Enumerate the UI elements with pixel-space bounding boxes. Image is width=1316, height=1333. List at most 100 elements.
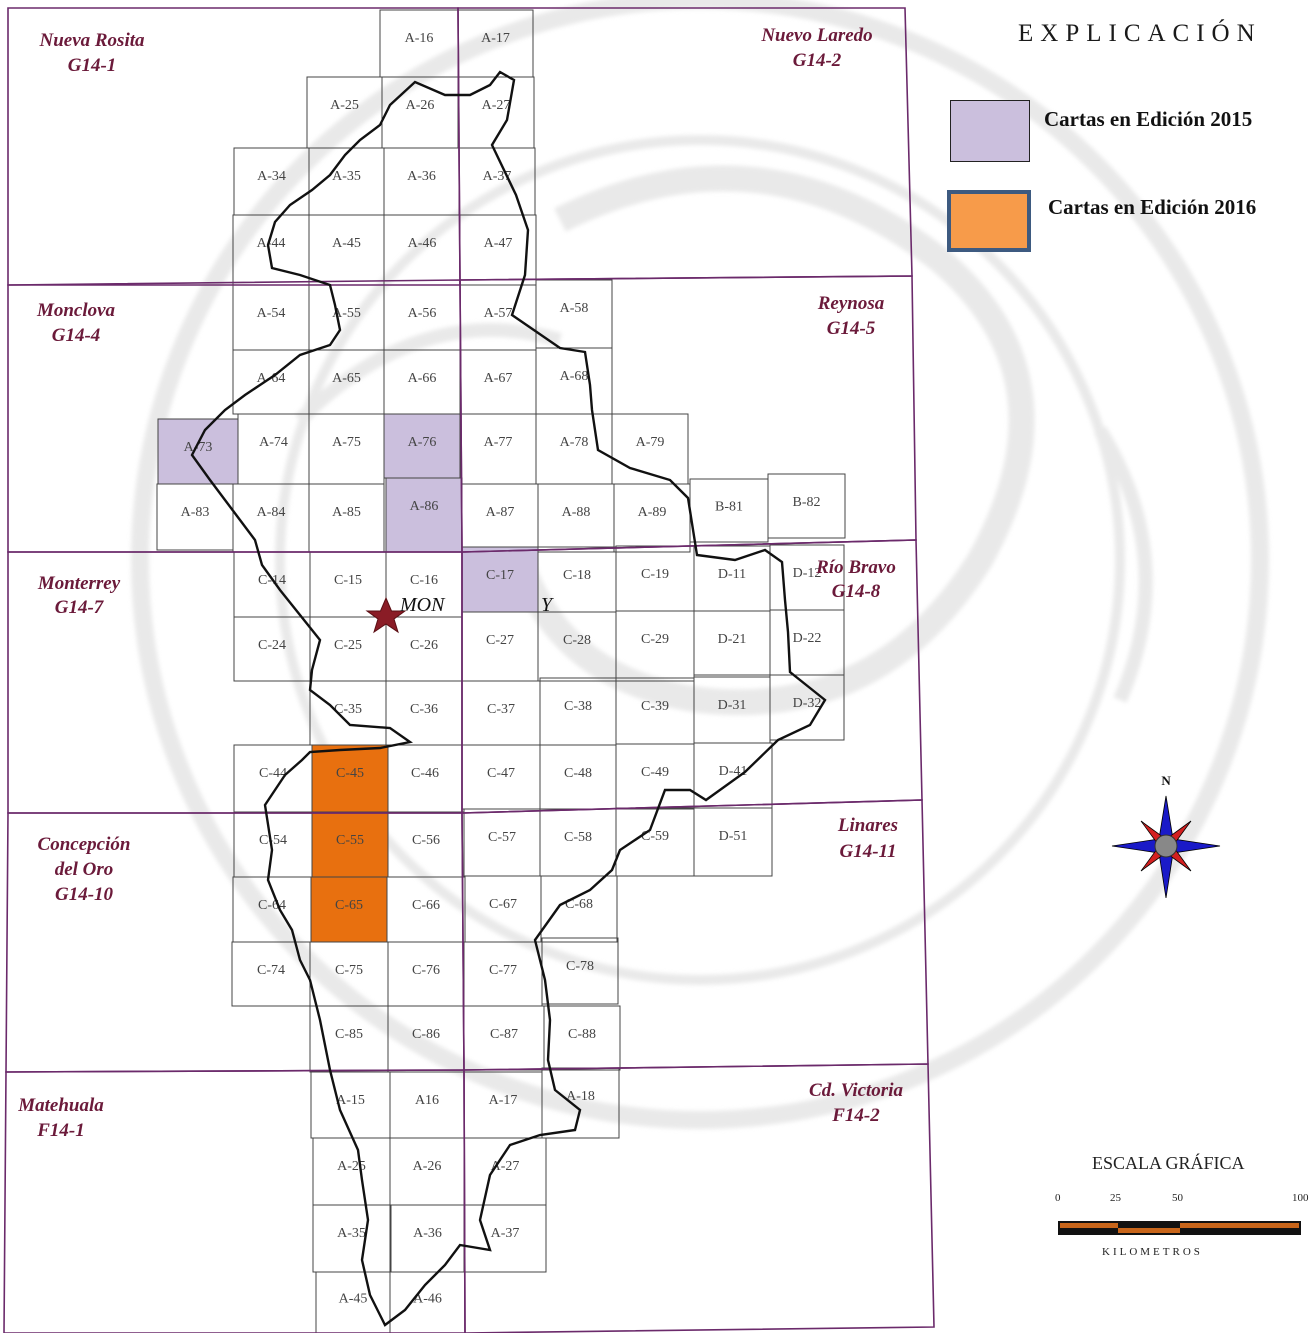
quadrant-label: A-85 — [332, 505, 361, 520]
sheet-name: Linares — [837, 815, 898, 836]
quadrant-label: C-68 — [565, 897, 593, 912]
quadrant-label: C-65 — [335, 898, 363, 913]
quadrant-label: C-19 — [641, 567, 669, 582]
quadrant-label: A-87 — [486, 505, 515, 520]
sheet-name: Cd. Victoria — [809, 1080, 903, 1101]
quadrant-label: A-83 — [181, 505, 210, 520]
quadrant-label: A-27 — [482, 98, 511, 113]
quadrant-label: C-17 — [486, 568, 514, 583]
quadrant-label: A-89 — [638, 505, 667, 520]
sheet-name: Concepción — [38, 834, 131, 855]
north-label: N — [1161, 773, 1171, 788]
quadrant-cell — [693, 807, 773, 877]
quadrant-cell — [310, 876, 388, 943]
quadrant-label: A-56 — [408, 306, 437, 321]
quadrant-label: A-26 — [406, 98, 435, 113]
quadrant-label: C-75 — [335, 963, 363, 978]
quadrant-label: C-85 — [335, 1027, 363, 1042]
sheet-boundaries — [3, 7, 935, 1333]
quadrant-cell — [767, 473, 846, 539]
sheet-name-line2: del Oro — [55, 859, 114, 880]
scale-tick-25: 25 — [1110, 1192, 1121, 1204]
sheet-name: Monclova — [36, 300, 116, 321]
quadrant-label: D-32 — [793, 696, 822, 711]
quadrant-label: C-36 — [410, 702, 438, 717]
sheet-code: F14-1 — [36, 1120, 85, 1141]
quadrant-label: A-18 — [566, 1089, 595, 1104]
sheet-code: G14-4 — [52, 325, 101, 346]
quadrant-label: C-15 — [334, 573, 362, 588]
quadrant-label: C-86 — [412, 1027, 440, 1042]
sheet-name: Nueva Rosita — [38, 30, 145, 51]
quadrant-label: D-11 — [718, 567, 746, 582]
quadrant-label: A-67 — [484, 371, 513, 386]
quadrant-label: A-79 — [636, 435, 665, 450]
quadrant-label: C-78 — [566, 959, 594, 974]
quadrant-label: C-88 — [568, 1027, 596, 1042]
quadrant-label: C-28 — [563, 633, 591, 648]
quadrant-label: C-58 — [564, 830, 592, 845]
sheet-code: G14-10 — [55, 884, 114, 905]
quadrant-label: A-77 — [484, 435, 513, 450]
quadrant-cell — [543, 1005, 621, 1071]
quadrant-label: A-45 — [332, 236, 361, 251]
quadrant-label: A-75 — [332, 435, 361, 450]
quadrant-label: A-36 — [407, 169, 436, 184]
quadrant-label: A-78 — [560, 435, 589, 450]
quadrant-label: C-16 — [410, 573, 438, 588]
quadrant-label: C-49 — [641, 765, 669, 780]
scale-tick-50: 50 — [1172, 1192, 1183, 1204]
city-label-right: Y — [541, 594, 554, 616]
quadrant-label: A-46 — [413, 1292, 442, 1307]
quadrant-cell — [157, 418, 239, 485]
quadrant-label: A-35 — [337, 1226, 366, 1241]
legend-label-2016: Cartas en Edición 2016 — [1048, 195, 1257, 219]
quadrant-label: A-74 — [259, 435, 288, 450]
quadrant-cell — [769, 674, 845, 741]
quadrant-label: A-17 — [481, 31, 510, 46]
sheet-code: G14-2 — [793, 50, 842, 71]
quadrant-label: A-34 — [257, 169, 286, 184]
quadrant-label: D-41 — [719, 764, 748, 779]
quadrant-label: B-82 — [793, 495, 821, 510]
quadrant-label: A-68 — [560, 369, 589, 384]
quadrant-label: A-55 — [332, 306, 361, 321]
sheet-labels: Nueva Rosita G14-1 Nuevo Laredo G14-2 Mo… — [17, 25, 903, 1141]
quadrant-label: A-44 — [257, 236, 286, 251]
city-star-icon — [365, 596, 407, 634]
quadrant-label: D-51 — [719, 829, 748, 844]
quadrant-label: A-45 — [339, 1292, 368, 1307]
quadrant-cell — [385, 477, 463, 553]
city-label-left: MON — [399, 594, 446, 616]
sheet-code: G14-8 — [832, 581, 881, 602]
sheet-name: Nuevo Laredo — [760, 25, 872, 46]
scale-bar — [1058, 1221, 1301, 1235]
scale-tick-100: 100 — [1292, 1192, 1309, 1204]
quadrant-label: C-87 — [490, 1027, 518, 1042]
legend-swatch-2016 — [947, 190, 1031, 252]
sheet-name: Río Bravo — [815, 557, 896, 578]
quadrant-label: C-55 — [336, 833, 364, 848]
quadrant-label: A-57 — [484, 306, 513, 321]
quadrant-label: C-77 — [489, 963, 517, 978]
quadrant-label: A-15 — [336, 1093, 365, 1108]
scale-tick-0: 0 — [1055, 1192, 1061, 1204]
quadrant-label: A-46 — [408, 236, 437, 251]
quadrant-label: D-21 — [718, 632, 747, 647]
quadrant-label: C-67 — [489, 897, 517, 912]
quadrant-label: C-18 — [563, 568, 591, 583]
emblem-watermark — [131, 0, 1269, 1129]
quadrant-label: A-47 — [484, 236, 513, 251]
quadrant-label: C-54 — [259, 833, 287, 848]
state-boundary — [190, 70, 827, 1327]
quadrant-label: D-31 — [718, 698, 747, 713]
quadrant-label: A-17 — [489, 1093, 518, 1108]
quadrant-label: A-37 — [491, 1226, 520, 1241]
quadrant-label: A-73 — [184, 440, 213, 455]
quadrant-label: C-38 — [564, 699, 592, 714]
quadrant-label: A-35 — [332, 169, 361, 184]
quadrant-label: C-57 — [488, 830, 516, 845]
scale-title: ESCALA GRÁFICA — [1092, 1153, 1245, 1173]
quadrant-label: C-59 — [641, 829, 669, 844]
